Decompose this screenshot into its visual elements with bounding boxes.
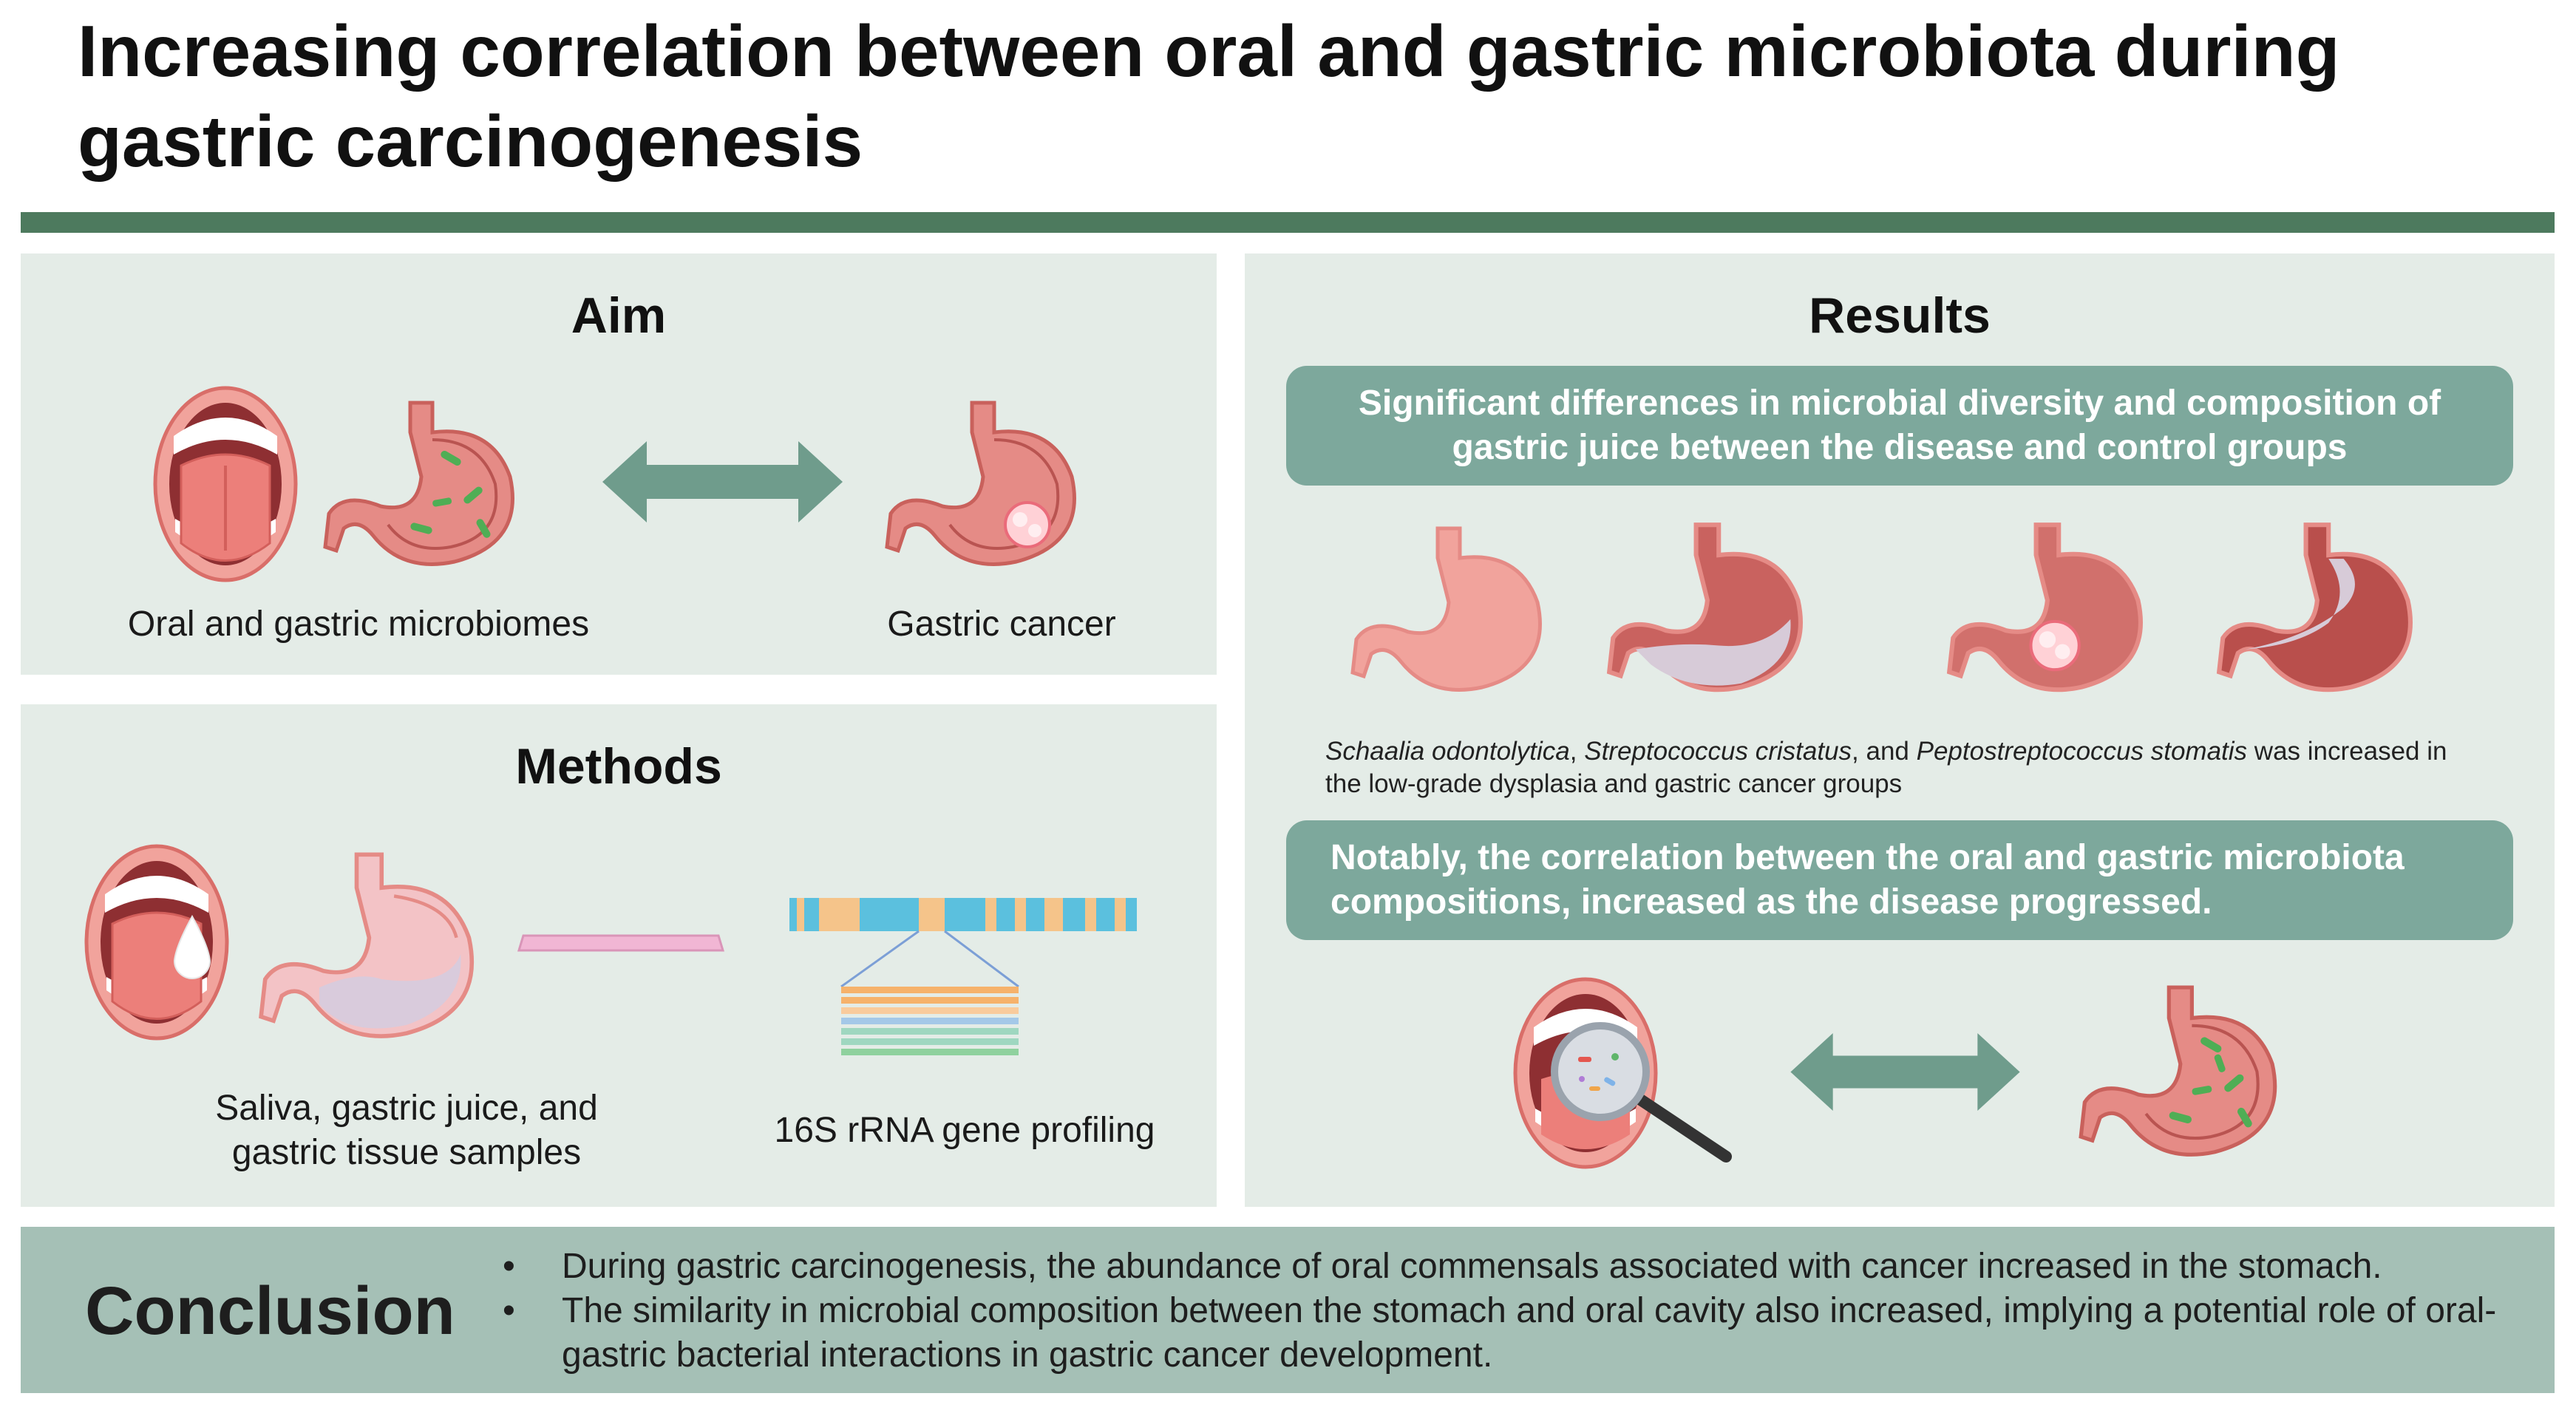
- conclusion-bullet-2: The similarity in microbial composition …: [562, 1291, 2497, 1375]
- gene-sequence-icon: [789, 898, 1137, 1055]
- aim-heading: Aim: [571, 287, 667, 344]
- conclusion-panel: [21, 1227, 2555, 1393]
- title-divider: [21, 212, 2555, 233]
- magnifier-icon: [1551, 1022, 1732, 1163]
- list-item: • The similarity in microbial compositio…: [503, 1289, 2513, 1378]
- stomach-icon: [2216, 523, 2413, 692]
- results-heading: Results: [1809, 287, 1991, 344]
- mouth-icon: [1513, 977, 1732, 1169]
- species-1: Schaalia odontolytica: [1325, 737, 1570, 766]
- bacteria-icon: [410, 451, 491, 538]
- mouth-icon: [84, 844, 229, 1041]
- stomach-icon: [1946, 523, 2143, 692]
- bullet-marker: •: [503, 1291, 515, 1330]
- tumor-icon: [1004, 501, 1051, 548]
- methods-heading: Methods: [515, 738, 722, 794]
- species-note: Schaalia odontolytica, Streptococcus cri…: [1325, 737, 2447, 798]
- species-2: Streptococcus cristatus: [1584, 737, 1852, 766]
- water-drop-icon: [173, 914, 211, 979]
- samples-caption-line2: gastric tissue samples: [231, 1133, 582, 1172]
- results-finding-box-1: Significant differences in microbial div…: [1286, 366, 2513, 486]
- stomach-icon: [1350, 526, 1542, 692]
- bacteria-icon: [2169, 1037, 2252, 1128]
- conclusion-heading: Conclusion: [85, 1273, 455, 1349]
- stomach-icon: [323, 401, 514, 566]
- results-finding-box-2: Notably, the correlation between the ora…: [1286, 820, 2513, 940]
- conclusion-bullet-1: During gastric carcinogenesis, the abund…: [562, 1247, 2382, 1286]
- results-finding-text-1: Significant differences in microbial div…: [1358, 384, 2441, 467]
- conclusion-bullets: • During gastric carcinogenesis, the abu…: [503, 1245, 2513, 1378]
- stomach-icon: [1606, 523, 1803, 692]
- double-arrow-icon: [602, 441, 843, 523]
- list-item: • During gastric carcinogenesis, the abu…: [503, 1245, 2513, 1289]
- mouth-icon: [153, 386, 298, 582]
- page-title: Increasing correlation between oral and …: [78, 10, 2340, 182]
- stomach-icon: [2079, 985, 2277, 1157]
- bullet-marker: •: [503, 1247, 515, 1286]
- aim-left-caption: Oral and gastric microbiomes: [127, 605, 590, 644]
- microscope-slide-icon: [517, 934, 725, 952]
- tumor-icon: [2029, 619, 2081, 672]
- stomach-icon: [885, 401, 1076, 566]
- double-arrow-icon: [1790, 1033, 2020, 1111]
- species-3: Peptostreptococcus stomatis: [1916, 737, 2248, 766]
- stomach-icon: [259, 852, 474, 1038]
- aim-right-caption: Gastric cancer: [887, 605, 1116, 644]
- results-finding-text-2: Notably, the correlation between the ora…: [1331, 838, 2405, 922]
- profiling-caption: 16S rRNA gene profiling: [774, 1111, 1155, 1150]
- samples-caption-line1: Saliva, gastric juice, and: [215, 1089, 598, 1128]
